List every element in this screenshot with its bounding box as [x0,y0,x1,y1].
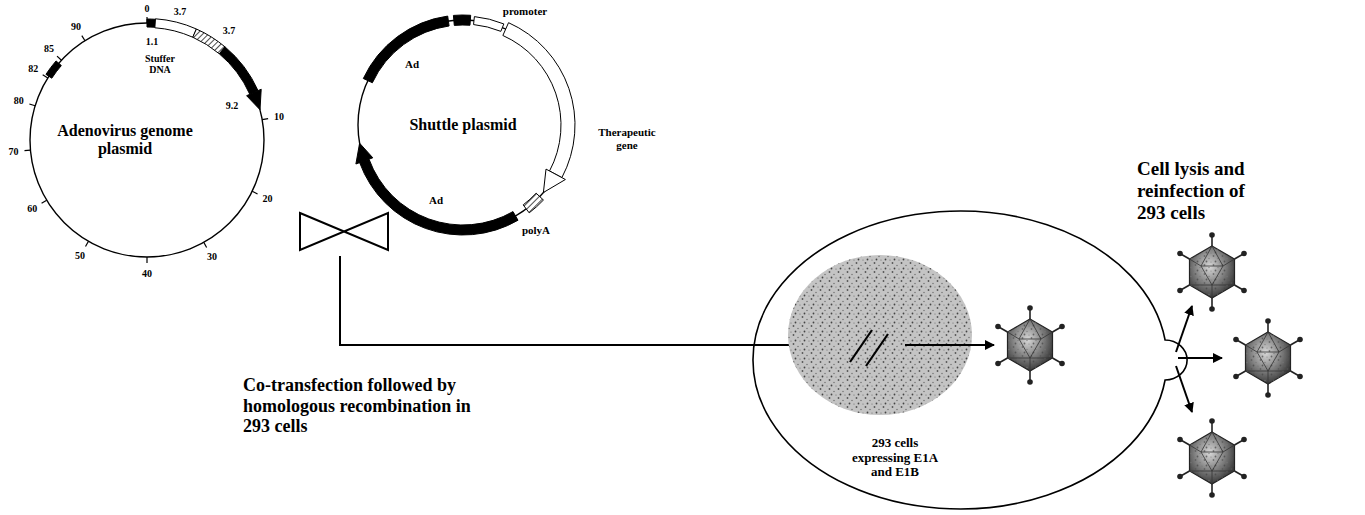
plasmid-map [356,15,575,235]
plasmid-circle: Shuttle plasmid [358,20,568,230]
map-coordinate: 20 [262,193,272,205]
gene-segment [46,61,61,78]
virus-particle [1177,418,1247,498]
gene-segment [360,159,518,235]
node-title: 293 cells expressing E1A and E1B [845,436,945,481]
nucleus [788,255,972,415]
segment-label: Therapeutic gene [588,126,666,151]
virus-particle [1233,318,1303,398]
release-arrow [1176,366,1192,412]
map-coordinate: 80 [14,95,24,107]
virus-particle [995,305,1065,385]
virus-particle [1177,232,1247,312]
tick-mark [262,119,268,120]
tick-mark [252,191,257,194]
node-title: Adenovirus genome plasmid [43,122,208,159]
map-coordinate: 70 [9,146,19,158]
tick-mark [204,242,207,247]
tick-marks [24,17,268,263]
crossover-symbol [300,213,388,250]
gene-segment [147,19,155,27]
dna-strand [850,330,872,362]
map-coordinate: 85 [44,43,54,55]
transfection-arrow [340,256,836,345]
gene-segment [523,193,543,213]
map-coordinate: 90 [71,21,81,33]
nucleus-texture [788,255,972,415]
release-arrow [1176,306,1192,352]
step-caption: Cell lysis and reinfection of 293 cells [1137,158,1272,224]
region-label: Stuffer DNA [139,53,181,76]
assembly-arrow [905,344,994,346]
map-coordinate: 0 [145,3,150,15]
node-title: Shuttle plasmid [383,116,543,134]
host-cell: 293 cells expressing E1A and E1B [753,210,1203,510]
tick-mark [24,150,30,152]
segment-arrowhead [543,169,565,192]
map-coordinate: 60 [27,203,37,215]
gene-segment [219,47,258,94]
gene-segment [193,29,225,54]
segment-label: polyA [522,224,550,237]
segment-arrowhead [247,89,262,110]
map-coordinate: 82 [28,63,38,75]
node-text: Shuttle plasmid [383,116,543,134]
step-caption: Co-transfection followed by homologous r… [243,375,495,437]
map-coordinate: 40 [142,268,152,280]
node-text: 293 cells expressing E1A and E1B [845,436,945,481]
map-coordinate: 10 [274,111,284,123]
map-coordinate: 3.7 [223,25,236,37]
gene-segment [503,23,575,178]
map-coordinate: 30 [207,251,217,263]
gene-segment [474,17,504,32]
plasmid-map [30,19,264,257]
segment-arrowhead [356,143,373,164]
gene-segment [363,16,449,83]
segment-label: Ad [405,58,419,71]
dna-strand [866,334,888,366]
node-outline [753,210,1203,510]
tick-mark [42,200,47,203]
tick-mark [82,36,85,41]
segment-label: promoter [503,5,547,18]
cell-membrane [753,211,1187,509]
segment-label: Ad [429,194,443,207]
gene-segment [453,15,470,25]
tick-mark [57,56,61,60]
release-arrow [1178,357,1222,359]
tick-mark [146,257,147,263]
plasmid-backbone [30,23,264,257]
node-text: Adenovirus genome plasmid [43,122,208,159]
gene-segment [155,19,197,37]
map-coordinate: 50 [75,250,85,262]
tick-mark [29,104,35,106]
map-coordinate: 3.7 [174,6,187,18]
map-coordinate: 9.2 [226,100,239,112]
tick-mark [86,241,89,246]
map-coordinate: 1.1 [146,36,159,48]
